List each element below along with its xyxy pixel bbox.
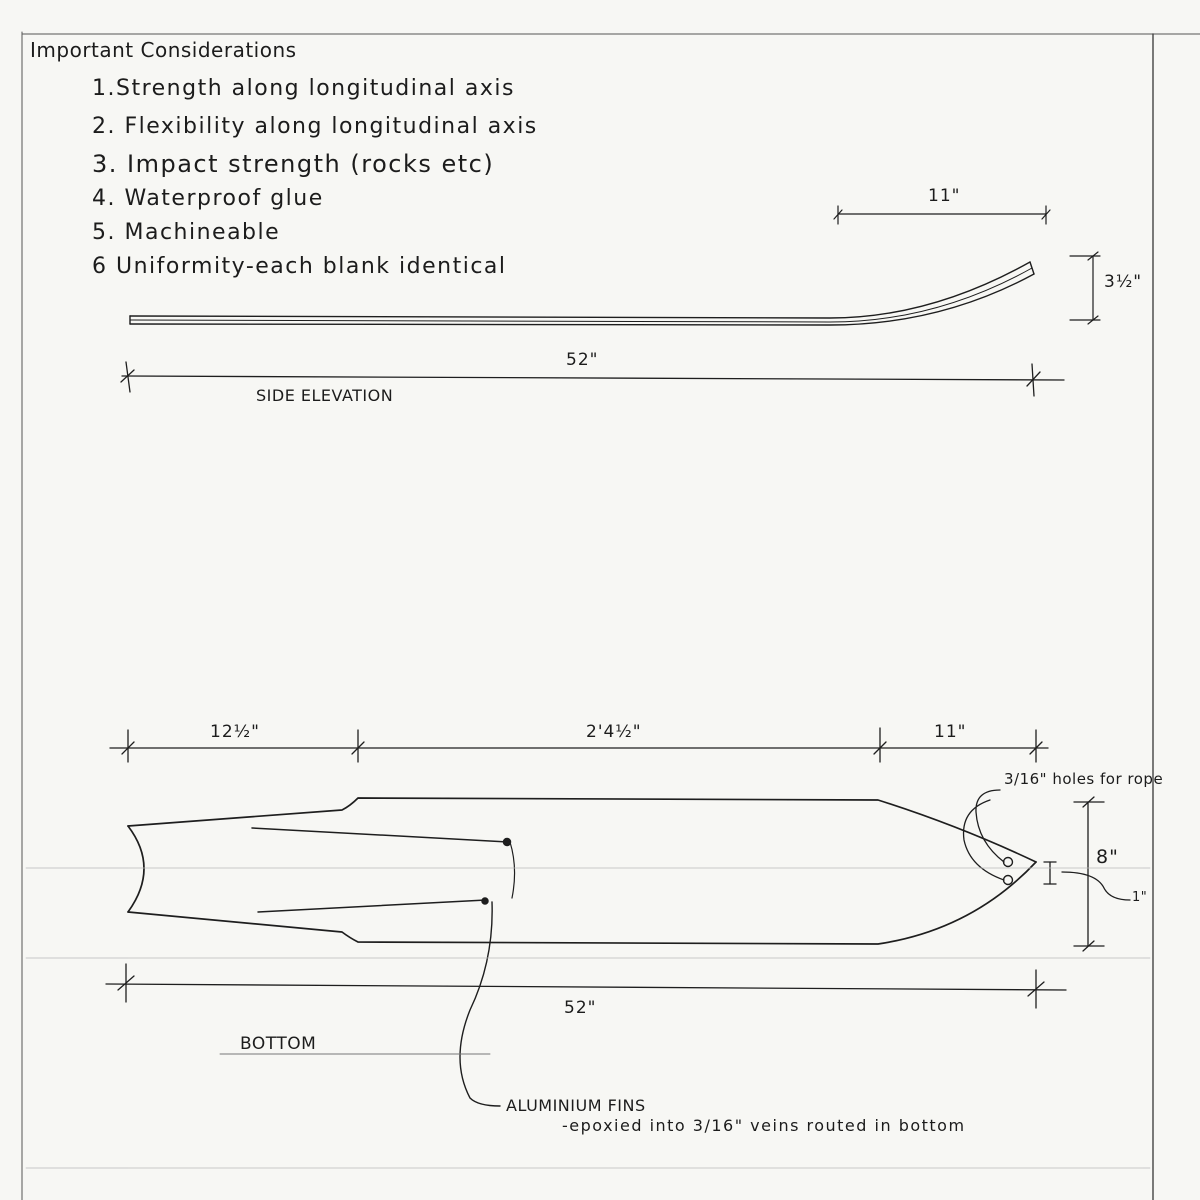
bottom-length-dimension-line bbox=[105, 963, 1067, 1009]
side-tip-height-label: 3½" bbox=[1104, 272, 1143, 292]
rope-holes-note: 3/16" holes for rope bbox=[1004, 770, 1164, 788]
consideration-item: 1.Strength along longitudinal axis bbox=[92, 76, 515, 101]
side-tip-length-dimension-line bbox=[833, 205, 1051, 225]
consideration-item: 3. Impact strength (rocks etc) bbox=[92, 150, 495, 178]
construction-lines bbox=[25, 867, 1151, 1169]
rope-holes bbox=[1002, 856, 1014, 886]
bottom-top-dimension-chain bbox=[109, 727, 1049, 763]
hole-spacing-label: 1" bbox=[1132, 890, 1148, 905]
consideration-item: 6 Uniformity-each blank identical bbox=[92, 254, 507, 279]
considerations-title: Important Considerations bbox=[30, 38, 297, 62]
side-elevation-label: SIDE ELEVATION bbox=[256, 386, 394, 405]
side-tip-length-label: 11" bbox=[928, 186, 961, 206]
ski-bottom-outline bbox=[127, 797, 1037, 945]
consideration-item: 4. Waterproof glue bbox=[92, 186, 324, 211]
bottom-tail-dim-label: 12½" bbox=[210, 722, 260, 742]
fins-note: -epoxied into 3/16" veins routed in bott… bbox=[562, 1116, 966, 1135]
bottom-middle-dim-label: 2'4½" bbox=[586, 722, 642, 742]
fins-leader-line bbox=[459, 901, 501, 1107]
hole-spacing-dimension bbox=[1043, 861, 1131, 901]
bottom-length-label: 52" bbox=[564, 998, 597, 1018]
aluminium-fins bbox=[251, 827, 516, 913]
bottom-nose-dim-label: 11" bbox=[934, 722, 967, 742]
rope-holes-leader bbox=[962, 789, 1005, 881]
fins-label: ALUMINIUM FINS bbox=[506, 1096, 646, 1115]
side-tip-height-dimension-line bbox=[1069, 251, 1101, 325]
bottom-view-label: BOTTOM bbox=[240, 1034, 317, 1054]
bottom-width-dimension-line bbox=[1073, 796, 1105, 952]
ski-side-profile bbox=[129, 261, 1035, 326]
consideration-item: 2. Flexibility along longitudinal axis bbox=[92, 114, 538, 139]
bottom-width-label: 8" bbox=[1096, 846, 1119, 868]
consideration-item: 5. Machineable bbox=[92, 220, 281, 245]
side-length-label: 52" bbox=[566, 350, 599, 370]
side-length-dimension-line bbox=[120, 361, 1065, 397]
